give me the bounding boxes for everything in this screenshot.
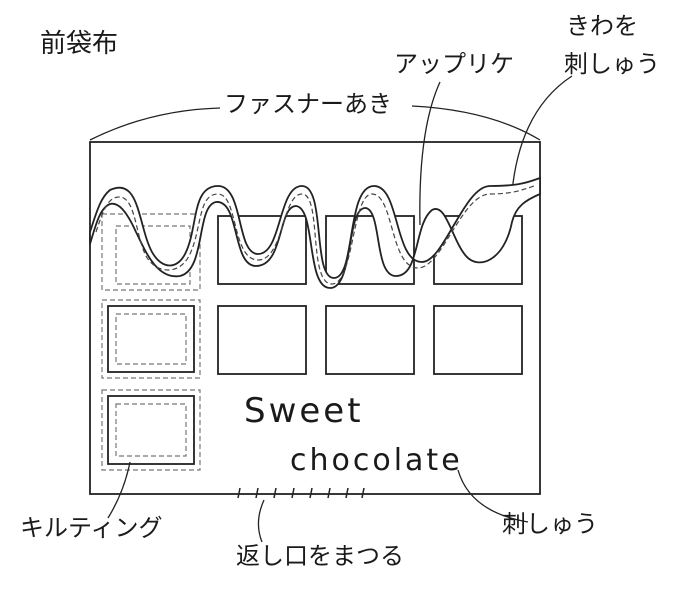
- window-row-middle: [217, 305, 523, 375]
- embroidered-text-line2: chocolate: [290, 443, 463, 478]
- quilt-block-2-inner: [115, 313, 187, 365]
- quilt-block-1-outer: [101, 213, 201, 291]
- return-opening-leader: [257, 499, 265, 543]
- diagram-title: 前袋布: [40, 29, 118, 59]
- edge-embroidery-leader: [511, 75, 573, 193]
- quilt-block-3-outer: [101, 389, 201, 471]
- quilt-block-3-frame: [107, 395, 195, 465]
- embroidery-leader: [457, 469, 529, 523]
- window-mid-2: [217, 305, 307, 375]
- window-top-2: [217, 215, 307, 285]
- label-return-opening: 返し口をまつる: [236, 542, 404, 570]
- label-applique: アップリケ: [394, 50, 514, 78]
- return-opening-stitches: [237, 487, 365, 499]
- label-edge-embroidery-1: きわを: [566, 12, 638, 40]
- window-mid-3: [325, 305, 415, 375]
- pocket-outline: [89, 141, 541, 495]
- label-quilting: キルティング: [20, 514, 163, 542]
- quilt-block-2-outer: [101, 299, 201, 379]
- applique-drip: [89, 176, 541, 289]
- fastener-opening-arc: [89, 105, 541, 141]
- label-embroidery: 刺しゅう: [502, 510, 598, 538]
- window-mid-4: [433, 305, 523, 375]
- quilting-leader: [107, 461, 131, 519]
- quilt-block-2-frame: [107, 305, 195, 373]
- applique-drip-stitch: [95, 185, 535, 285]
- quilt-block-1-inner: [115, 225, 191, 285]
- label-fastener-opening: ファスナーあき: [224, 90, 392, 118]
- label-edge-embroidery-2: 刺しゅう: [564, 50, 660, 78]
- applique-leader: [419, 81, 441, 226]
- quilted-column: [101, 213, 201, 471]
- quilt-block-3-inner: [115, 403, 187, 457]
- embroidered-text-line1: Sweet: [244, 391, 364, 431]
- window-top-3: [325, 215, 415, 285]
